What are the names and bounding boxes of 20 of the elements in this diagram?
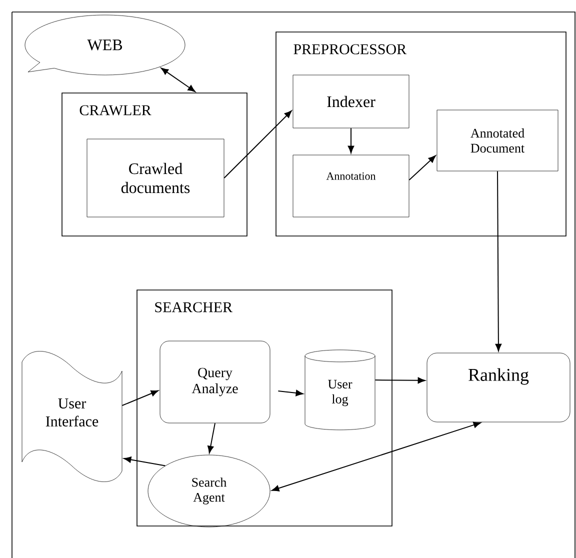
arrow: [122, 390, 158, 406]
process-box: Indexer: [292, 74, 410, 128]
database-cylinder: User log: [304, 350, 376, 430]
speech-bubble: WEB: [24, 14, 186, 76]
process-box: Annotation: [292, 154, 410, 218]
arrow: [495, 170, 502, 352]
arrow: [408, 155, 436, 180]
process-box: Crawled documents: [86, 138, 224, 218]
process-box: Annotated Document: [436, 110, 558, 172]
process-box: Query Analyze: [160, 340, 270, 424]
arrow: [208, 422, 216, 454]
ellipse-node: Search Agent: [148, 454, 270, 528]
arrow: [224, 110, 292, 178]
arrow: [348, 128, 354, 154]
process-box: Ranking: [426, 352, 570, 422]
arrow: [278, 390, 304, 396]
arrow: [124, 456, 166, 466]
arrow: [160, 68, 196, 92]
arrow: [272, 422, 481, 492]
arrow: [374, 377, 426, 384]
